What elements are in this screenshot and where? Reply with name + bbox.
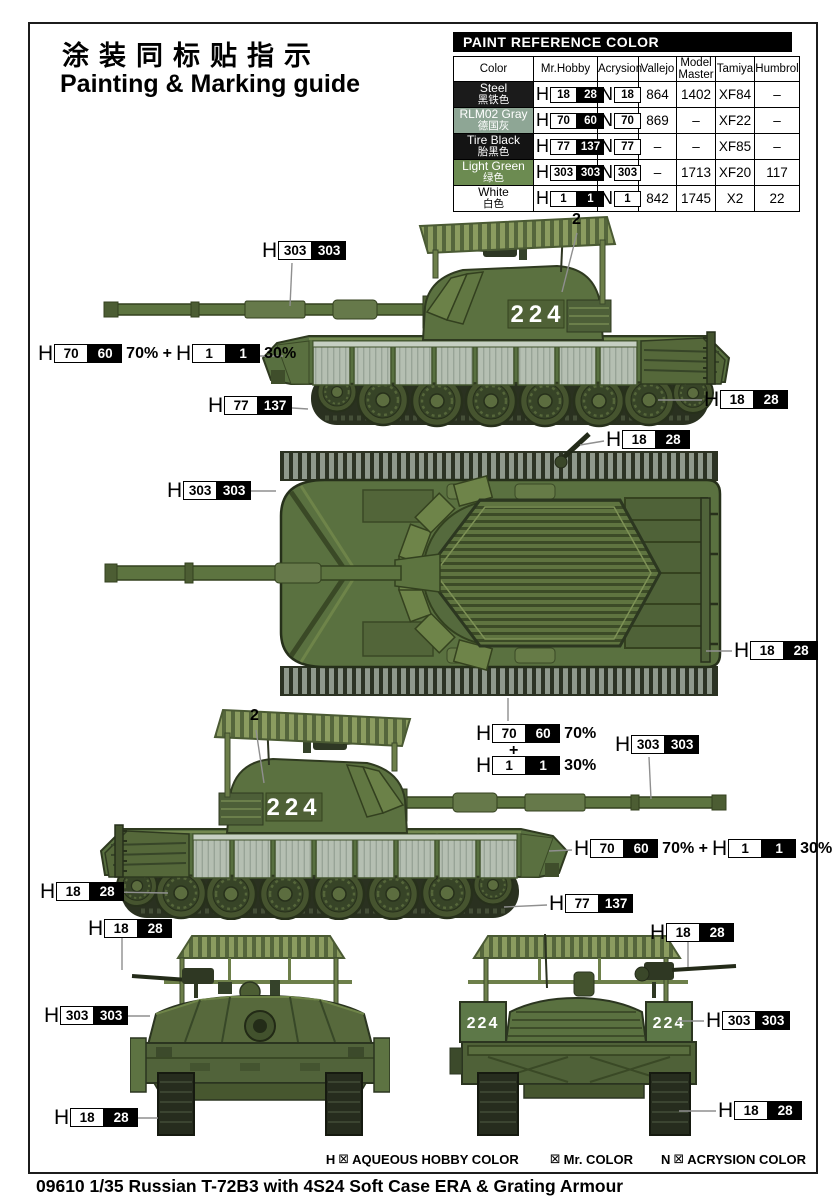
sheet-border-frame: [28, 22, 818, 1174]
paint-table-title: PAINT REFERENCE COLOR: [453, 32, 792, 52]
legend-item: H⊠AQUEOUS HOBBY COLOR: [325, 1151, 519, 1167]
kit-title-footer: 09610 1/35 Russian T-72B3 with 4S24 Soft…: [36, 1176, 624, 1196]
legend-item: ⊠Mr. COLOR: [549, 1151, 633, 1167]
paint-code-cell: XF20: [715, 159, 755, 187]
paint-code-cell: 869: [638, 107, 677, 135]
tank-front-view: [130, 935, 390, 1136]
paint-code-cell: 117: [754, 159, 800, 187]
tank-side-view-right: 224: [95, 705, 735, 920]
page-title-chinese: 涂装同标贴指示: [62, 41, 321, 71]
paint-code-cell: 1402: [676, 81, 716, 109]
paint-code-cell: 864: [638, 81, 677, 109]
paint-table-column-header: Color: [453, 55, 534, 83]
paint-callout-v1-antenna-num: 2: [572, 211, 581, 228]
paint-code-cell: X2: [715, 185, 755, 213]
page-title-english: Painting & Marking guide: [60, 70, 361, 98]
paint-callout-v3-skirt-plus: +: [509, 742, 519, 759]
tank-side-view-left: 224: [95, 212, 795, 430]
paint-code-cell: 1713: [676, 159, 716, 187]
paint-code-cell: –: [676, 107, 716, 135]
paint-table-column-header: Humbrol: [754, 55, 800, 83]
paint-callout-v3-antenna-num: 2: [250, 707, 259, 724]
paint-code-cell: –: [754, 133, 800, 161]
paint-code-cell: 1745: [676, 185, 716, 213]
paint-code-cell: –: [638, 159, 677, 187]
paint-table-column-header: Tamiya: [715, 55, 755, 83]
paint-code-cell: 22: [754, 185, 800, 213]
paint-code-cell: –: [754, 81, 800, 109]
turret-number-left: 224: [467, 1015, 500, 1032]
paint-code-cell: –: [754, 107, 800, 135]
paint-table-column-header: Vallejo: [638, 55, 677, 83]
paint-code-cell: –: [676, 133, 716, 161]
turret-number: 224: [266, 794, 321, 821]
turret-number-right: 224: [653, 1015, 686, 1032]
paint-code-cell: XF84: [715, 81, 755, 109]
paint-code-cell: XF85: [715, 133, 755, 161]
paint-code-cell: XF22: [715, 107, 755, 135]
paint-table-column-header: Model Master: [676, 55, 716, 83]
paint-table-column-header: Acrysion: [597, 55, 642, 83]
legend-item: N⊠ACRYSION COLOR: [661, 1151, 806, 1167]
tank-top-view: [104, 432, 722, 696]
paint-code-cell: –: [638, 133, 677, 161]
turret-number: 224: [510, 301, 565, 328]
tank-rear-view: 224 224: [449, 933, 737, 1136]
paint-system-legend: H⊠AQUEOUS HOBBY COLOR ⊠Mr. COLOR N⊠ACRYSIO…: [326, 1151, 806, 1167]
paint-table-column-header: Mr.Hobby: [533, 55, 598, 83]
paint-code-cell: 842: [638, 185, 677, 213]
